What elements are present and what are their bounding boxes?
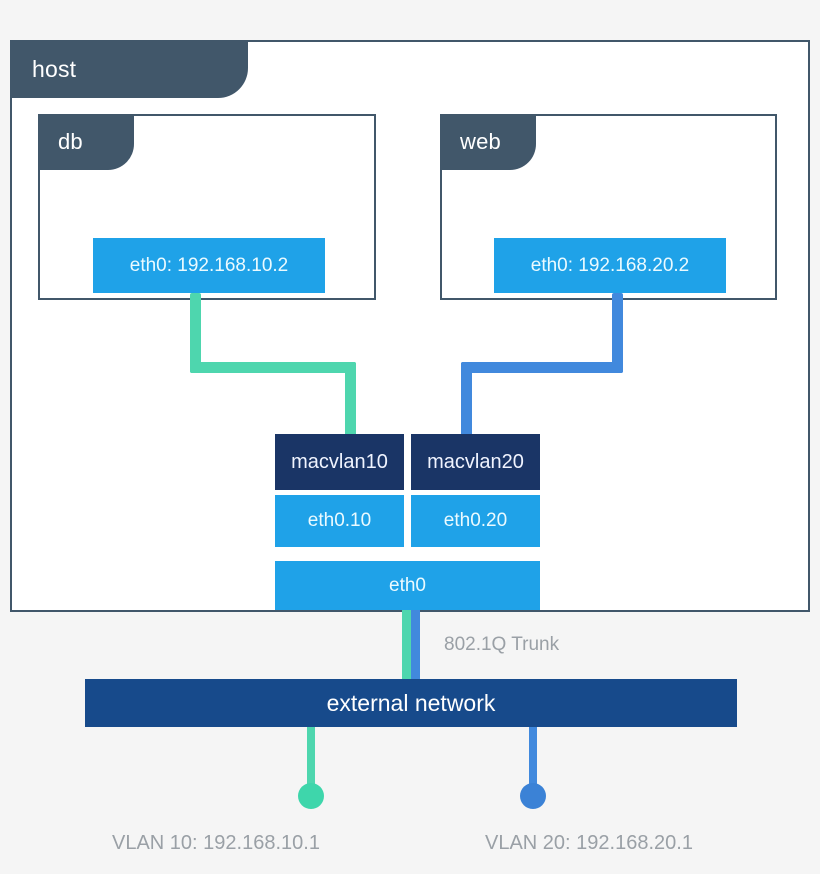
host-label-tab: host: [10, 40, 248, 98]
eth0-vlan10-subinterface-chip: eth0.10: [275, 495, 404, 547]
link-db-to-macvlan10-segment-2: [190, 362, 356, 373]
web-eth0-interface-chip: eth0: 192.168.20.2: [494, 238, 726, 293]
gateway-vlan10-line: [307, 726, 315, 788]
gateway-vlan20-label: VLAN 20: 192.168.20.1: [485, 832, 693, 854]
eth0-vlan10-label: eth0.10: [307, 510, 372, 531]
container-web-label-tab: web: [440, 114, 536, 170]
link-web-to-macvlan20-segment-3: [461, 362, 472, 436]
db-eth0-interface-chip: eth0: 192.168.10.2: [93, 238, 325, 293]
trunk-vlan20-line: [411, 608, 420, 681]
gateway-vlan10-label: VLAN 10: 192.168.10.1: [112, 832, 320, 854]
container-web-label: web: [460, 129, 501, 154]
node-dot-icon-vlan10: [298, 783, 324, 809]
macvlan10-chip: macvlan10: [275, 434, 404, 490]
trunk-vlan10-line: [402, 608, 411, 681]
link-web-to-macvlan20-segment-2: [461, 362, 623, 373]
eth0-vlan20-label: eth0.20: [443, 510, 508, 531]
macvlan20-chip: macvlan20: [411, 434, 540, 490]
db-eth0-label: eth0: 192.168.10.2: [129, 254, 289, 276]
host-eth0-label: eth0: [389, 574, 426, 596]
external-network-bar: external network: [85, 679, 737, 727]
macvlan20-label: macvlan20: [427, 450, 524, 473]
container-db-label-tab: db: [38, 114, 134, 170]
trunk-label: 802.1Q Trunk: [444, 634, 560, 655]
eth0-vlan20-subinterface-chip: eth0.20: [411, 495, 540, 547]
host-label: host: [32, 55, 77, 82]
container-db-label: db: [58, 129, 83, 154]
link-db-to-macvlan10-segment-1: [190, 293, 201, 373]
host-eth0-physical-nic-chip: eth0: [275, 561, 540, 610]
node-dot-icon-vlan20: [520, 783, 546, 809]
web-eth0-label: eth0: 192.168.20.2: [530, 254, 690, 276]
gateway-vlan20-line: [529, 726, 537, 788]
external-network-label: external network: [326, 689, 496, 716]
link-db-to-macvlan10-segment-3: [345, 362, 356, 436]
link-web-to-macvlan20-segment-1: [612, 293, 623, 373]
macvlan10-label: macvlan10: [291, 450, 388, 473]
